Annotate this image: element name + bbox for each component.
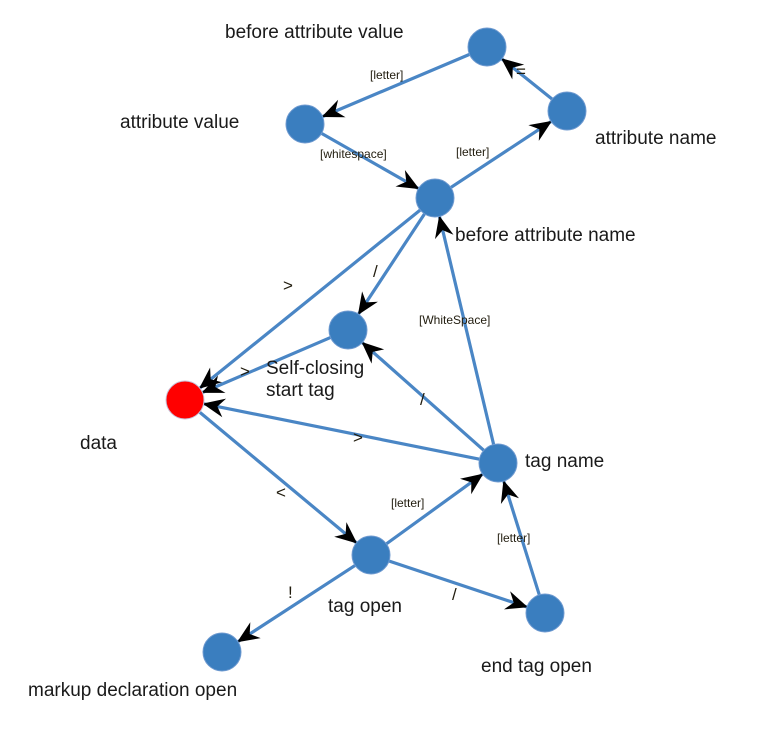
- arrowhead-icon: [199, 367, 223, 389]
- edge-label-e12: [letter]: [391, 496, 425, 510]
- node-label-tag_open: tag open: [328, 596, 402, 617]
- state-node-attribute_name[interactable]: [547, 91, 587, 131]
- arrowhead-icon: [435, 215, 454, 240]
- edge-self_closing_start_tag-to-data: [199, 335, 334, 395]
- arrowhead-icon: [237, 622, 261, 643]
- edge-label-e13: [letter]: [497, 531, 531, 545]
- edge-label-e11: <: [276, 483, 286, 502]
- arrowhead-icon: [201, 375, 226, 393]
- edge-before_attribute_name-to-attribute_name: [447, 119, 554, 191]
- node-label-end_tag_open: end tag open: [481, 656, 592, 677]
- edge-attribute_name-to-before_attribute_value: [499, 56, 556, 103]
- edge-label-e8: >: [240, 362, 250, 381]
- node-label-before_attribute_name: before attribute name: [455, 225, 636, 246]
- edge-label-e1: =: [516, 62, 526, 81]
- node-label-self_closing_start_tag: Self-closing start tag: [266, 358, 365, 401]
- state-node-tag_name[interactable]: [478, 443, 518, 483]
- edge-data-to-tag_open: [196, 409, 359, 546]
- edge-tag_open-to-end_tag_open: [385, 558, 530, 610]
- state-node-end_tag_open[interactable]: [525, 593, 565, 633]
- state-node-attribute_value[interactable]: [285, 104, 325, 144]
- arrowhead-icon: [528, 120, 552, 141]
- edge-label-e4: [letter]: [456, 145, 490, 159]
- nodes-layer: [165, 27, 587, 672]
- edge-label-e9: /: [420, 390, 425, 409]
- edge-label-e10: >: [353, 428, 363, 447]
- arrowhead-icon: [202, 398, 227, 418]
- state-node-data[interactable]: [165, 380, 205, 420]
- edge-tag_name-to-before_attribute_name: [435, 213, 496, 449]
- edge-before_attribute_name-to-self_closing_start_tag: [356, 210, 428, 317]
- state-node-markup_declaration_open[interactable]: [202, 632, 242, 672]
- edge-tag_name-to-self_closing_start_tag: [359, 340, 487, 454]
- state-node-before_attribute_name[interactable]: [415, 178, 455, 218]
- edge-label-e14: /: [452, 585, 457, 604]
- node-label-tag_name: tag name: [525, 451, 605, 472]
- state-node-tag_open[interactable]: [351, 535, 391, 575]
- arrowhead-icon: [321, 99, 346, 118]
- arrowhead-icon: [357, 291, 378, 315]
- arrowhead-icon: [500, 480, 519, 504]
- node-label-attribute_value: attribute value: [120, 112, 240, 133]
- arrowhead-icon: [334, 522, 358, 544]
- edge-before_attribute_value-to-attribute_value: [320, 51, 473, 119]
- arrowhead-icon: [501, 58, 525, 80]
- node-label-markup_declaration_open: markup declaration open: [28, 680, 238, 701]
- arrowhead-icon: [395, 170, 420, 190]
- node-label-attribute_name: attribute name: [595, 128, 717, 149]
- arrowhead-icon: [460, 473, 484, 495]
- edge-label-e15: !: [288, 583, 293, 602]
- edges-layer: [196, 51, 556, 644]
- edge-attribute_value-to-before_attribute_name: [318, 130, 421, 191]
- edge-label-e6: /: [373, 262, 378, 281]
- edge-label-e3: [whitespace]: [320, 147, 387, 161]
- edge-tag_name-to-data: [201, 398, 483, 462]
- node-label-data: data: [80, 433, 117, 454]
- edge-before_attribute_name-to-data: [197, 207, 424, 391]
- state-node-self_closing_start_tag[interactable]: [328, 310, 368, 350]
- edge-label-e2: [letter]: [370, 68, 404, 82]
- edge-label-e7: [WhiteSpace]: [419, 313, 491, 327]
- edge-tag_open-to-tag_name: [383, 472, 485, 547]
- edge-tag_open-to-markup_declaration_open: [235, 562, 359, 644]
- arrowhead-icon: [361, 341, 385, 364]
- edge-end_tag_open-to-tag_name: [500, 478, 542, 599]
- state-node-before_attribute_value[interactable]: [467, 27, 507, 67]
- edge-label-e5: >: [283, 276, 293, 295]
- arrowhead-icon: [504, 591, 528, 610]
- node-label-before_attribute_value: before attribute value: [225, 22, 404, 43]
